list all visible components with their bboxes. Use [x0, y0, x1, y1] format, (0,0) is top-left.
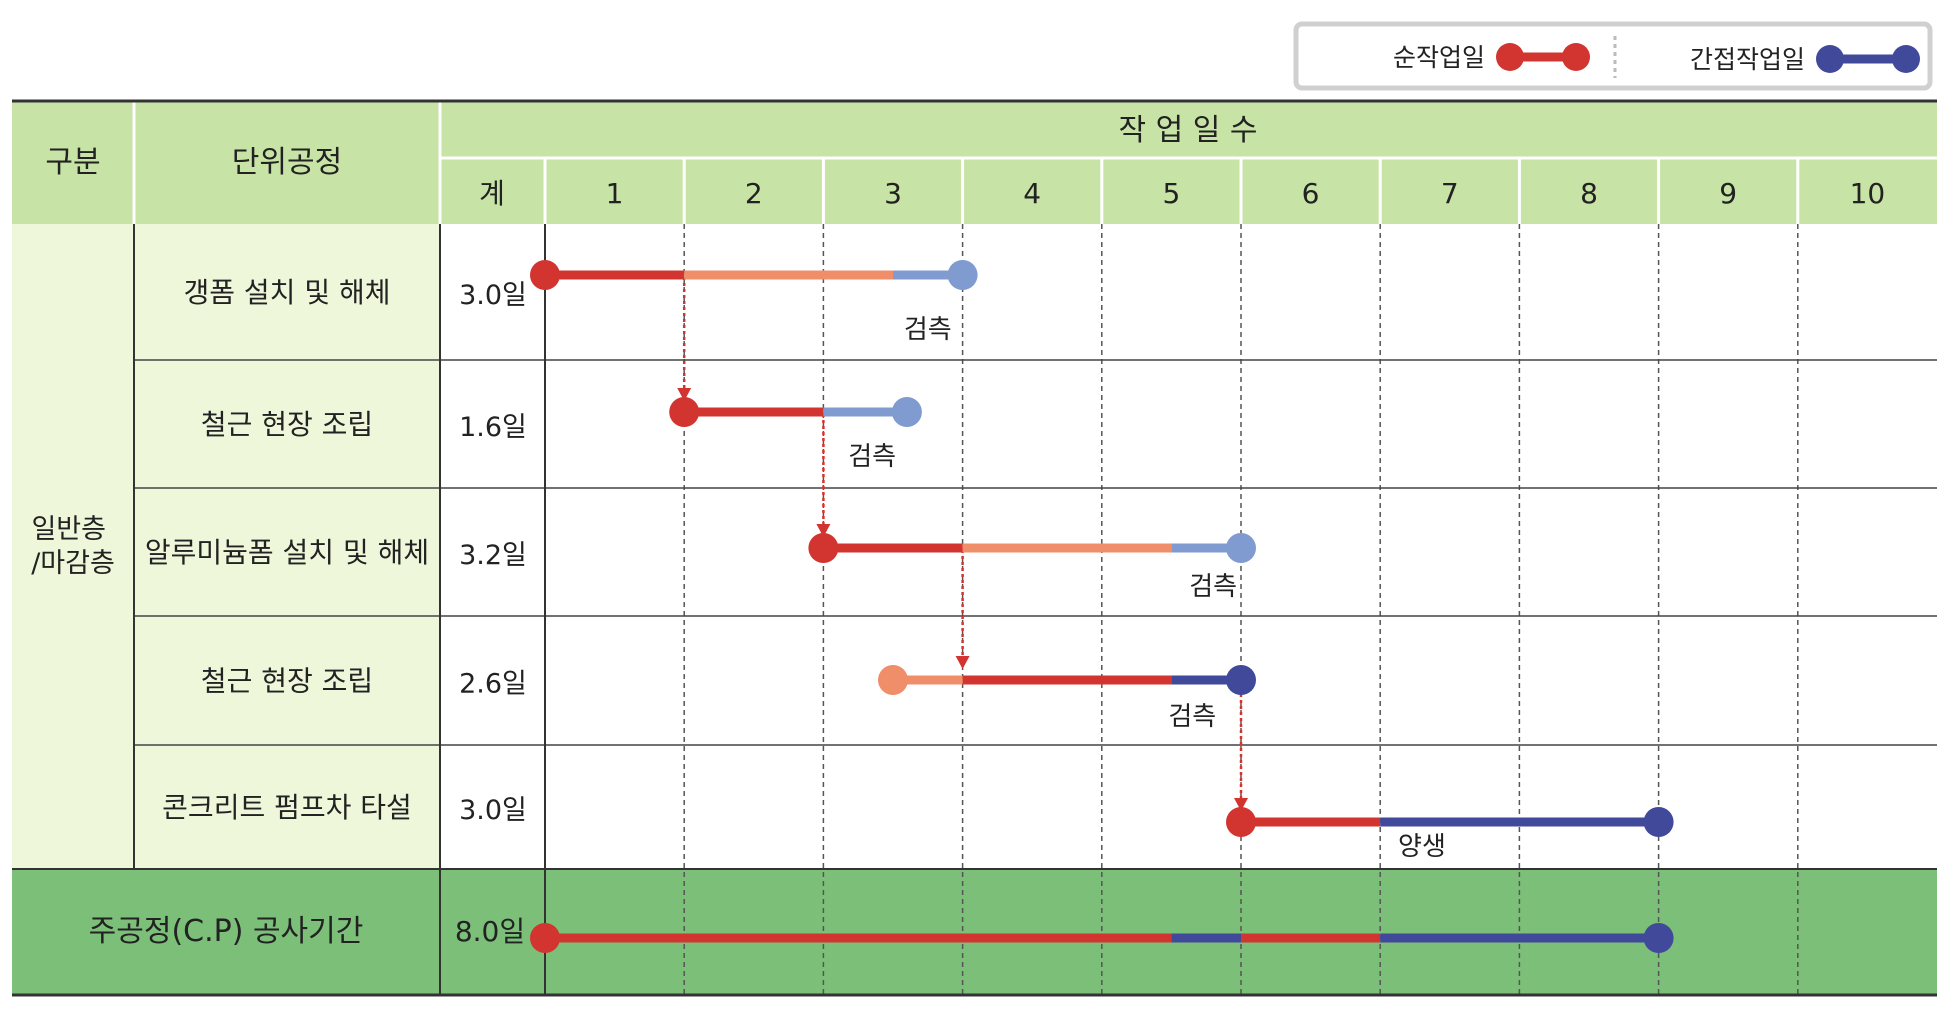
tick-label-9: 9 — [1719, 177, 1737, 210]
process-name-4: 철근 현장 조립 — [201, 665, 373, 698]
header-category: 구분 — [45, 145, 100, 180]
dependency-arrowhead-3 — [955, 656, 970, 669]
process-name-cells — [134, 224, 440, 869]
tick-label-7: 7 — [1441, 177, 1459, 210]
bar-note-row-3: 검측 — [1189, 572, 1237, 602]
process-name-2: 철근 현장 조립 — [201, 408, 373, 441]
tick-label-5: 5 — [1162, 177, 1180, 210]
bar-row-4-start-marker — [878, 665, 908, 695]
process-total-3: 3.2일 — [459, 540, 527, 571]
legend: 순작업일 간접작업일 — [1293, 21, 1933, 91]
bar-row-1-end-marker — [947, 260, 978, 290]
summary-band — [12, 869, 1937, 995]
process-total-5: 3.0일 — [459, 795, 527, 826]
summary-label: 주공정(C.P) 공사기간 — [89, 914, 364, 949]
process-total-2: 1.6일 — [459, 412, 527, 443]
tick-label-8: 8 — [1580, 177, 1598, 210]
bar-row-5-start-marker — [1226, 807, 1256, 837]
process-name-5: 콘크리트 펌프차 타설 — [162, 791, 412, 824]
tick-label-10: 10 — [1850, 177, 1886, 210]
bar-row-4-end-marker — [1226, 665, 1256, 695]
bar-row-2-end-marker — [891, 397, 922, 427]
bar-note-row-2: 검측 — [848, 442, 896, 472]
summary-total: 8.0일 — [455, 915, 525, 948]
header-band — [12, 101, 1937, 224]
dependency-arrowhead-1 — [677, 388, 692, 401]
critical-path-bar-start-marker — [530, 923, 560, 953]
process-name-1: 갱폼 설치 및 해체 — [183, 276, 390, 309]
group-cell — [12, 224, 134, 869]
legend-direct-dot-right — [1562, 43, 1590, 71]
bar-row-2-start-marker — [669, 397, 700, 427]
process-total-4: 2.6일 — [459, 669, 527, 700]
header-work-days: 작 업 일 수 — [1118, 113, 1257, 148]
bar-note-row-5: 양생 — [1398, 832, 1446, 862]
dependency-arrowhead-2 — [816, 524, 831, 537]
legend-indirect-dot-left — [1816, 45, 1844, 73]
tick-label-3: 3 — [884, 177, 902, 210]
group-label: 일반층 /마감층 — [31, 514, 115, 579]
tick-label-2: 2 — [745, 177, 763, 210]
group-label-line1: 일반층 — [31, 514, 106, 545]
process-total-1: 3.0일 — [459, 280, 527, 311]
process-name-3: 알루미늄폼 설치 및 해체 — [145, 536, 429, 569]
legend-indirect-label: 간접작업일 — [1690, 45, 1805, 74]
header-total: 계 — [479, 177, 505, 210]
legend-frame — [1293, 21, 1933, 91]
bar-row-3-start-marker — [808, 533, 839, 563]
legend-direct-label: 순작업일 — [1393, 43, 1485, 72]
bar-note-row-1: 검측 — [904, 315, 952, 345]
group-label-line2: /마감층 — [31, 548, 115, 579]
bar-row-3-end-marker — [1226, 533, 1256, 563]
tick-label-6: 6 — [1302, 177, 1320, 210]
bar-note-row-4: 검측 — [1168, 702, 1216, 732]
tick-label-1: 1 — [606, 177, 624, 210]
legend-direct-dot-left — [1496, 43, 1524, 71]
tick-label-4: 4 — [1023, 177, 1041, 210]
critical-path-bar-end-marker — [1643, 923, 1674, 953]
bar-row-1-start-marker — [530, 260, 560, 290]
bar-row-5-end-marker — [1643, 807, 1674, 837]
legend-indirect-dot-right — [1892, 45, 1920, 73]
header-unit-process: 단위공정 — [232, 145, 342, 180]
dependency-arrowhead-4 — [1234, 798, 1248, 811]
